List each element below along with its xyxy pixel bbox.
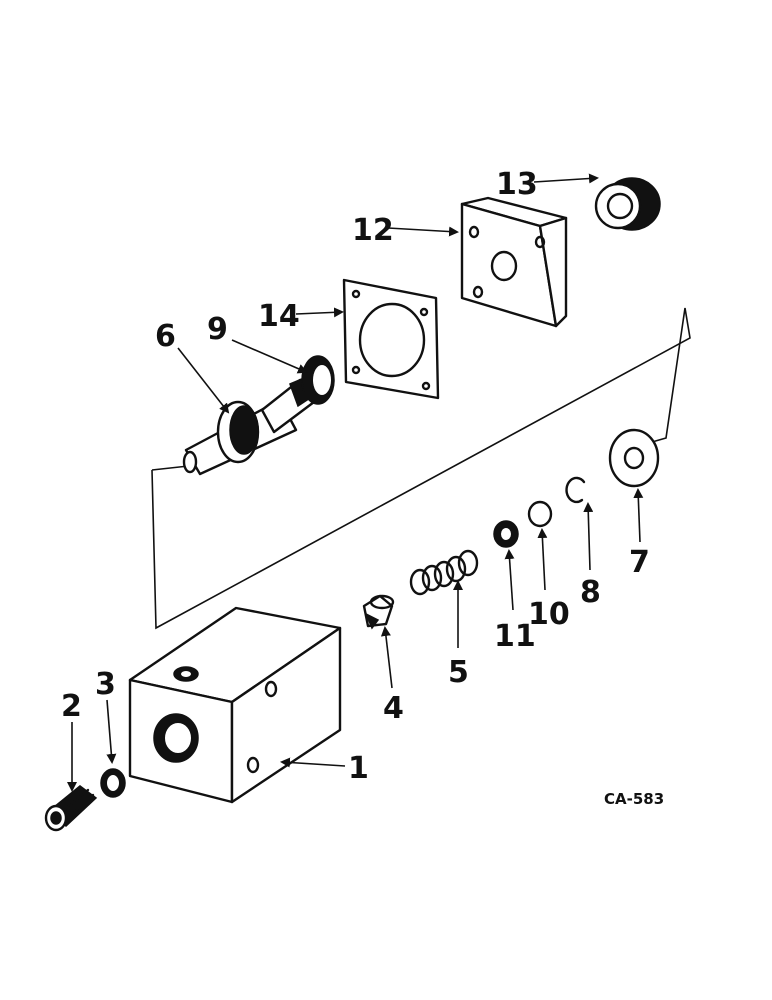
callout-14: 14 <box>258 299 300 334</box>
retainer-washer <box>493 520 519 548</box>
callout-labels: 1 2 3 4 5 6 7 8 9 10 11 12 13 14 <box>61 167 650 786</box>
spring <box>409 549 479 596</box>
snap-ring <box>565 476 586 504</box>
leader-3 <box>106 699 117 764</box>
callout-7: 7 <box>629 545 650 580</box>
callout-4: 4 <box>383 691 404 726</box>
drawing-code: CA-583 <box>604 790 664 808</box>
callout-6: 6 <box>155 319 176 354</box>
callout-2: 2 <box>61 689 82 724</box>
leader-10 <box>537 528 548 591</box>
callout-12: 12 <box>352 213 394 248</box>
leader-14 <box>295 307 344 318</box>
cover-plate <box>460 196 568 328</box>
flat-washer <box>608 428 660 488</box>
leader-4 <box>380 626 393 689</box>
leader-12 <box>387 226 459 237</box>
leader-1 <box>280 757 346 768</box>
plug <box>594 177 661 231</box>
valve-seat <box>362 594 395 630</box>
packing-washer <box>301 355 335 405</box>
leader-13 <box>533 173 599 184</box>
callout-11: 11 <box>494 619 536 654</box>
valve-spool <box>182 376 316 476</box>
leader-8 <box>583 502 594 571</box>
leader-6 <box>177 347 230 414</box>
callout-5: 5 <box>448 655 469 690</box>
washer <box>527 500 553 528</box>
callout-13: 13 <box>496 167 538 202</box>
leader-9 <box>231 339 308 374</box>
gasket <box>342 278 440 400</box>
o-ring-small <box>100 768 126 798</box>
fitting <box>44 785 98 832</box>
callout-10: 10 <box>528 597 570 632</box>
leader-7 <box>633 488 644 543</box>
callout-1: 1 <box>348 751 369 786</box>
leader-11 <box>504 549 515 611</box>
callout-3: 3 <box>95 667 116 702</box>
callout-9: 9 <box>207 312 228 347</box>
valve-body-block <box>128 606 342 804</box>
callout-8: 8 <box>580 575 601 610</box>
leader-arrows <box>67 173 644 792</box>
